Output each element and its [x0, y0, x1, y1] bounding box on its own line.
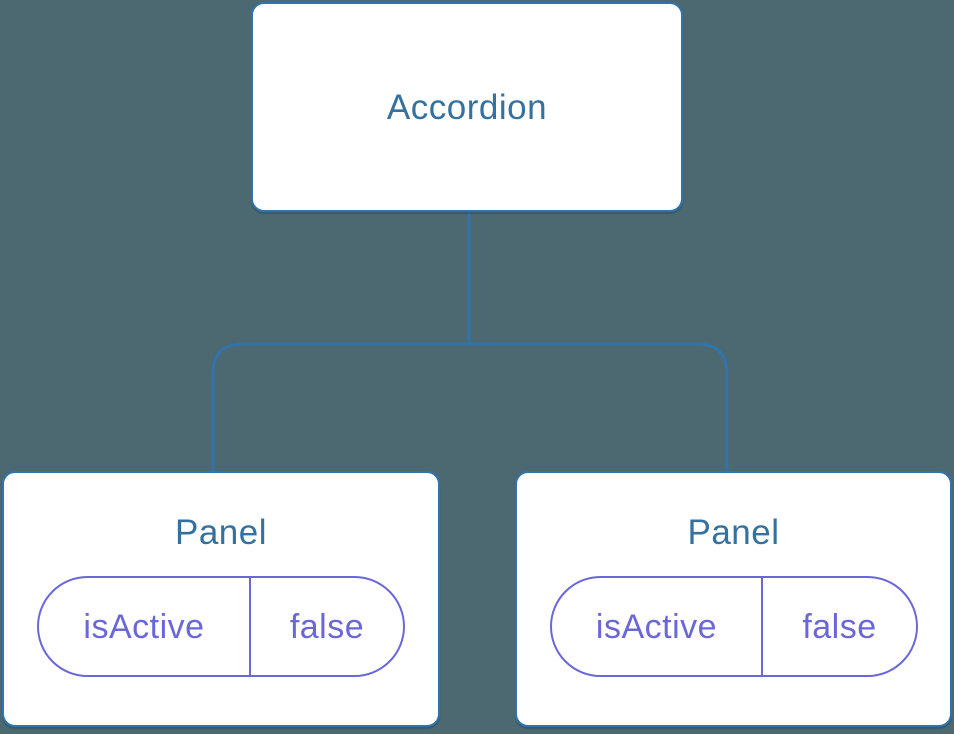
- state-key: isActive: [552, 578, 764, 675]
- panel-node-label: Panel: [174, 513, 268, 552]
- state-key: isActive: [39, 578, 251, 675]
- panel-node-label: Panel: [687, 513, 780, 552]
- state-value: false: [802, 607, 877, 646]
- panel-node-right: Panel isActive false: [515, 471, 952, 727]
- state-pill: isActive false: [549, 576, 918, 677]
- accordion-node: Accordion: [251, 2, 683, 212]
- state-pill: isActive false: [37, 576, 405, 677]
- accordion-node-label: Accordion: [386, 87, 548, 127]
- root-to-children-connector: [211, 211, 729, 472]
- state-value: false: [289, 607, 365, 646]
- panel-node-left: Panel isActive false: [2, 471, 440, 727]
